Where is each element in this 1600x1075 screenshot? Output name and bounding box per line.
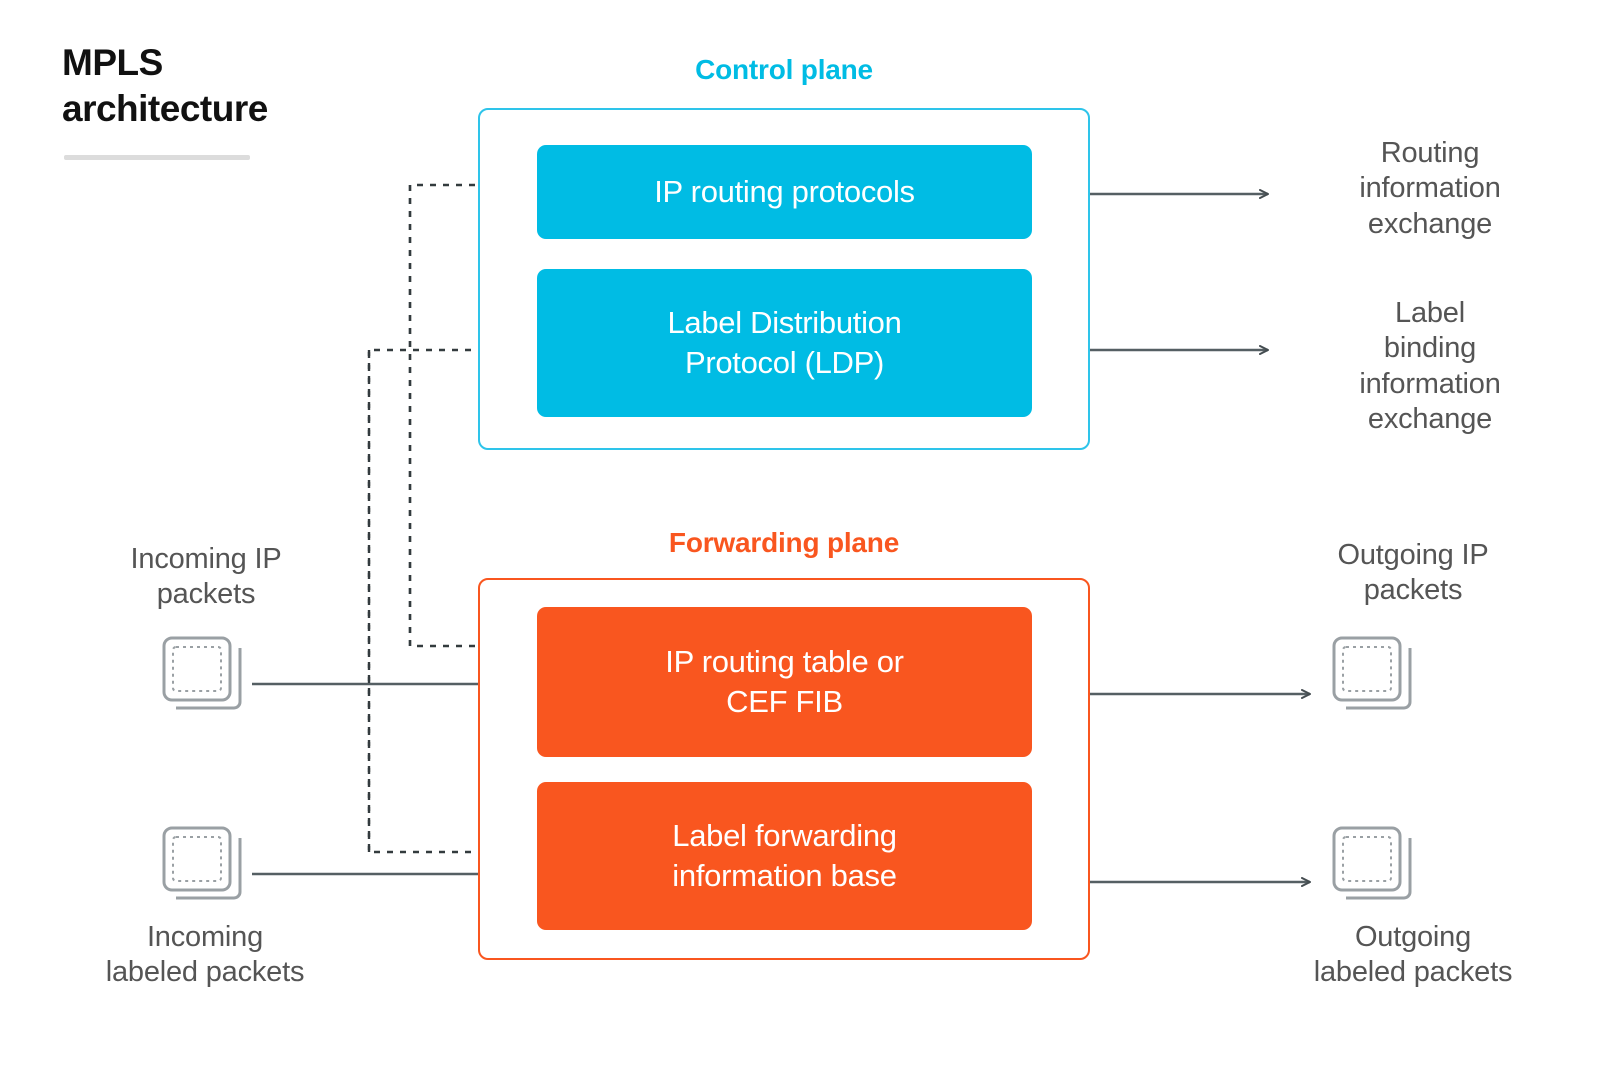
block-label-distribution-protocol[interactable]: Label Distribution Protocol (LDP): [537, 269, 1032, 417]
caption-label-binding-information-exchange: Label binding information exchange: [1359, 297, 1501, 436]
packet-stack-icon: [1332, 826, 1412, 900]
caption-outgoing-labeled-packets: Outgoing labeled packets: [1313, 921, 1513, 989]
packet-stack-icon: [162, 826, 242, 900]
caption-incoming-labeled-packets: Incoming labeled packets: [105, 921, 305, 989]
title-divider: [64, 155, 250, 160]
control-plane-heading: Control plane: [695, 54, 873, 85]
packet-stack-icon: [162, 636, 242, 710]
caption-routing-information-exchange: Routing information exchange: [1359, 137, 1501, 240]
block-label-forwarding-information-base[interactable]: Label forwarding information base: [537, 782, 1032, 930]
block-ip-routing-table-cef-fib[interactable]: IP routing table or CEF FIB: [537, 607, 1032, 757]
page-title: MPLS architecture: [62, 42, 268, 129]
forwarding-plane-heading: Forwarding plane: [668, 527, 900, 558]
packet-stack-icon: [1332, 636, 1412, 710]
block-ip-routing-protocols[interactable]: IP routing protocols: [537, 145, 1032, 239]
caption-incoming-ip-packets: Incoming IP packets: [130, 543, 282, 611]
caption-outgoing-ip-packets: Outgoing IP packets: [1337, 539, 1489, 607]
